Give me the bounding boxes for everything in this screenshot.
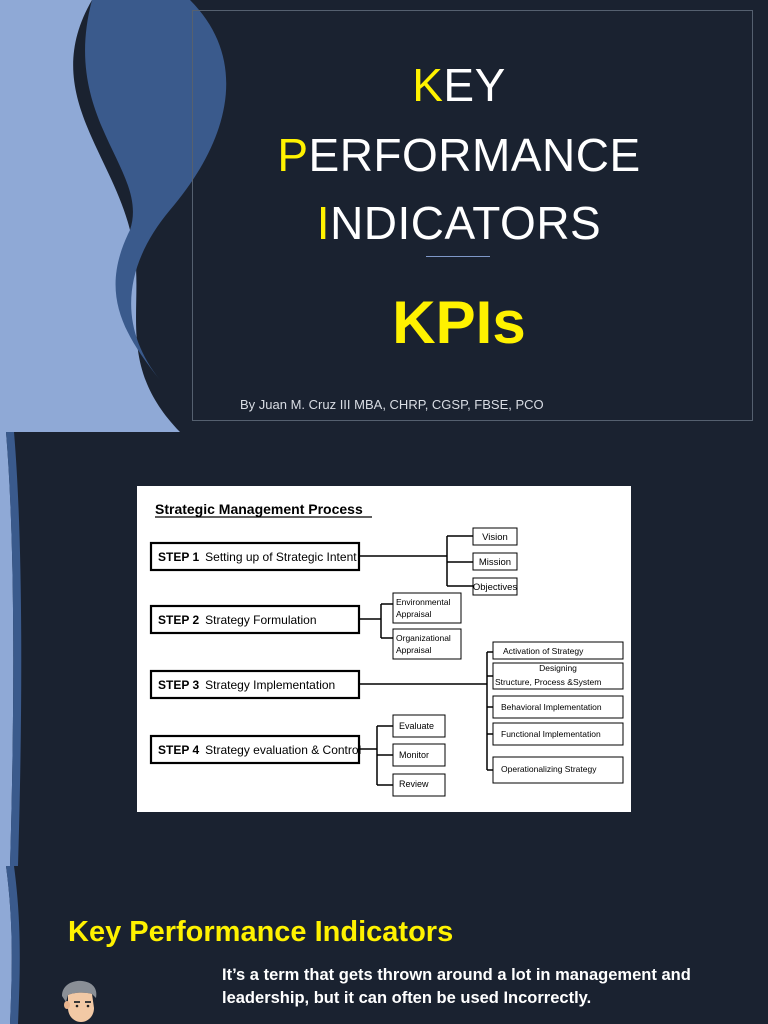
side-wave-decoration xyxy=(0,432,22,866)
child-mission: Mission xyxy=(479,557,511,568)
side-wave-decoration-2 xyxy=(0,866,20,1024)
title-line-performance: PERFORMANCE xyxy=(0,128,768,182)
diagram-canvas: Strategic Management Process STEP 1 Setti… xyxy=(149,501,624,797)
kpi-definition-slide: Key Performance Indicators It’s a term t… xyxy=(0,866,768,1024)
child-objectives: Objectives xyxy=(473,582,518,593)
title-line-key: KEY xyxy=(0,58,768,112)
child-designing-2: Structure, Process &System xyxy=(495,677,601,687)
step4-label: Strategy evaluation & Control xyxy=(205,743,361,757)
child-review: Review xyxy=(399,779,429,789)
title-frame xyxy=(192,10,753,421)
title-initial-k: K xyxy=(412,59,444,111)
child-designing-1: Designing xyxy=(539,663,577,673)
child-behavioral: Behavioral Implementation xyxy=(501,702,602,712)
title-rest-ndicators: NDICATORS xyxy=(330,197,602,249)
step4-num: STEP 4 xyxy=(158,743,199,757)
section-body-text: It’s a term that gets thrown around a lo… xyxy=(222,966,691,1007)
person-avatar-icon xyxy=(62,980,97,1022)
strategic-management-diagram: Strategic Management Process STEP 1 Setti… xyxy=(137,486,631,812)
section-heading: Key Performance Indicators xyxy=(68,916,454,948)
child-organizational-1: Organizational xyxy=(396,633,451,643)
child-environmental-2: Appraisal xyxy=(396,609,432,619)
diagram-title: Strategic Management Process xyxy=(155,501,363,517)
child-evaluate: Evaluate xyxy=(399,721,434,731)
wave-decoration xyxy=(0,0,227,432)
step3-num: STEP 3 xyxy=(158,678,199,692)
step1-label: Setting up of Strategic Intent xyxy=(205,550,357,564)
child-activation: Activation of Strategy xyxy=(503,646,584,656)
title-rest-erformance: ERFORMANCE xyxy=(308,129,641,181)
title-line-indicators: INDICATORS xyxy=(0,196,768,250)
step3-label: Strategy Implementation xyxy=(205,678,335,692)
child-organizational-2: Appraisal xyxy=(396,645,432,655)
title-slide: KEY PERFORMANCE INDICATORS KPIs By Juan … xyxy=(0,0,768,432)
author-byline: By Juan M. Cruz III MBA, CHRP, CGSP, FBS… xyxy=(240,397,544,412)
title-divider xyxy=(426,256,490,257)
child-functional: Functional Implementation xyxy=(501,729,601,739)
title-initial-p: P xyxy=(277,129,309,181)
strategic-process-slide: Strategic Management Process STEP 1 Setti… xyxy=(0,432,768,866)
child-operationalizing: Operationalizing Strategy xyxy=(501,764,597,774)
step1-num: STEP 1 xyxy=(158,550,199,564)
acronym-title: KPIs xyxy=(392,289,526,356)
step2-label: Strategy Formulation xyxy=(205,613,316,627)
title-initial-i: I xyxy=(316,197,331,249)
child-monitor: Monitor xyxy=(399,750,429,760)
child-environmental-1: Environmental xyxy=(396,597,450,607)
title-rest-ey: EY xyxy=(443,59,506,111)
step2-num: STEP 2 xyxy=(158,613,199,627)
child-vision: Vision xyxy=(482,532,508,543)
